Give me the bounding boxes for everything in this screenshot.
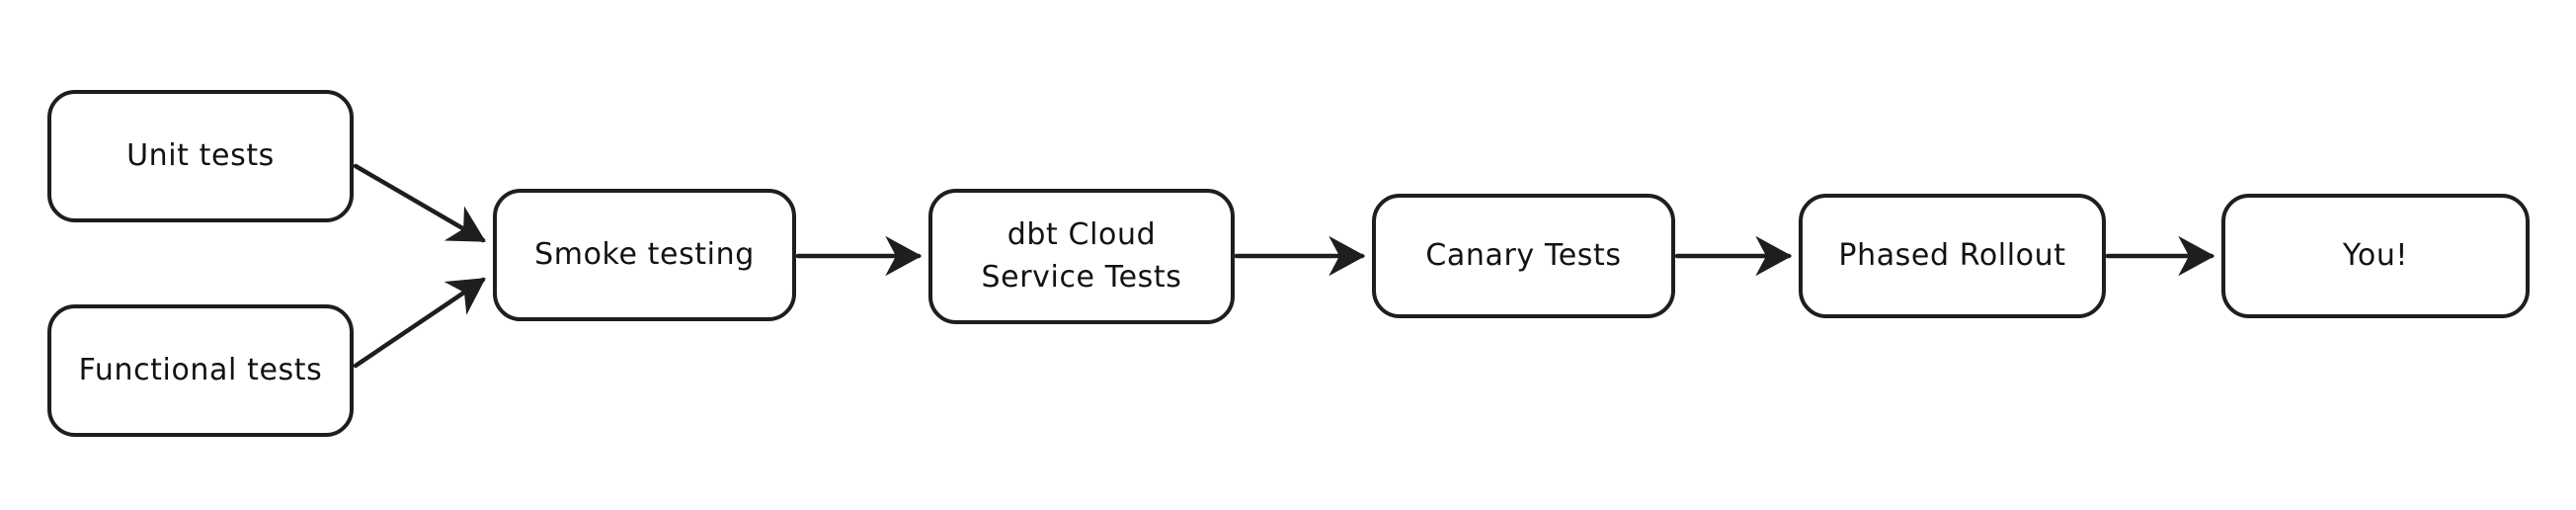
node-label-you: You! (2342, 237, 2409, 273)
node-phased-rollout[interactable]: Phased Rollout (1799, 194, 2106, 318)
edge-functional-to-smoke (353, 277, 486, 369)
node-dbt-cloud-service-tests[interactable]: dbt Cloud Service Tests (928, 189, 1235, 324)
node-label-phased-rollout: Phased Rollout (1838, 237, 2066, 273)
node-canary-tests[interactable]: Canary Tests (1372, 194, 1675, 318)
node-you[interactable]: You! (2221, 194, 2530, 318)
node-label-unit-tests: Unit tests (126, 137, 275, 173)
node-unit-tests[interactable]: Unit tests (47, 90, 354, 222)
edge-unit-to-smoke (353, 163, 486, 243)
node-label-dbt-cloud-service-tests: dbt Cloud Service Tests (981, 216, 1182, 295)
node-label-functional-tests: Functional tests (78, 352, 323, 387)
node-label-smoke-testing: Smoke testing (534, 236, 755, 272)
node-functional-tests[interactable]: Functional tests (47, 304, 354, 437)
node-label-canary-tests: Canary Tests (1425, 237, 1622, 273)
node-smoke-testing[interactable]: Smoke testing (493, 189, 796, 321)
